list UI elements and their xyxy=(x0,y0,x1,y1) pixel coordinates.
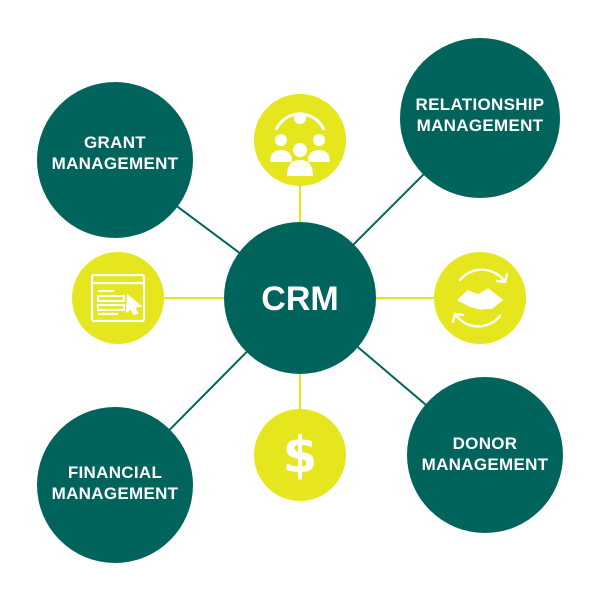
node-relationship-management: RELATIONSHIP MANAGEMENT xyxy=(400,38,560,198)
node-donor-line2: MANAGEMENT xyxy=(422,455,549,474)
node-relationship-line1: RELATIONSHIP xyxy=(416,95,545,114)
node-donor-line1: DONOR xyxy=(453,434,518,453)
dollar-icon: $ xyxy=(254,409,346,501)
handshake-cycle-icon xyxy=(434,252,526,344)
node-relationship-line2: MANAGEMENT xyxy=(417,116,544,135)
node-grant-line2: MANAGEMENT xyxy=(52,154,179,173)
people-network-icon xyxy=(254,94,346,186)
dollar-glyph: $ xyxy=(283,426,318,484)
node-financial-line1: FINANCIAL xyxy=(68,463,162,482)
node-financial-line2: MANAGEMENT xyxy=(52,484,179,503)
hub-crm: CRM xyxy=(224,222,376,374)
node-donor-management: DONOR MANAGEMENT xyxy=(407,377,563,533)
hub-label: CRM xyxy=(261,280,338,318)
node-financial-management: FINANCIAL MANAGEMENT xyxy=(37,407,193,563)
node-grant-line1: GRANT xyxy=(84,133,146,152)
node-grant-management: GRANT MANAGEMENT xyxy=(37,82,193,238)
web-form-icon xyxy=(72,252,164,344)
